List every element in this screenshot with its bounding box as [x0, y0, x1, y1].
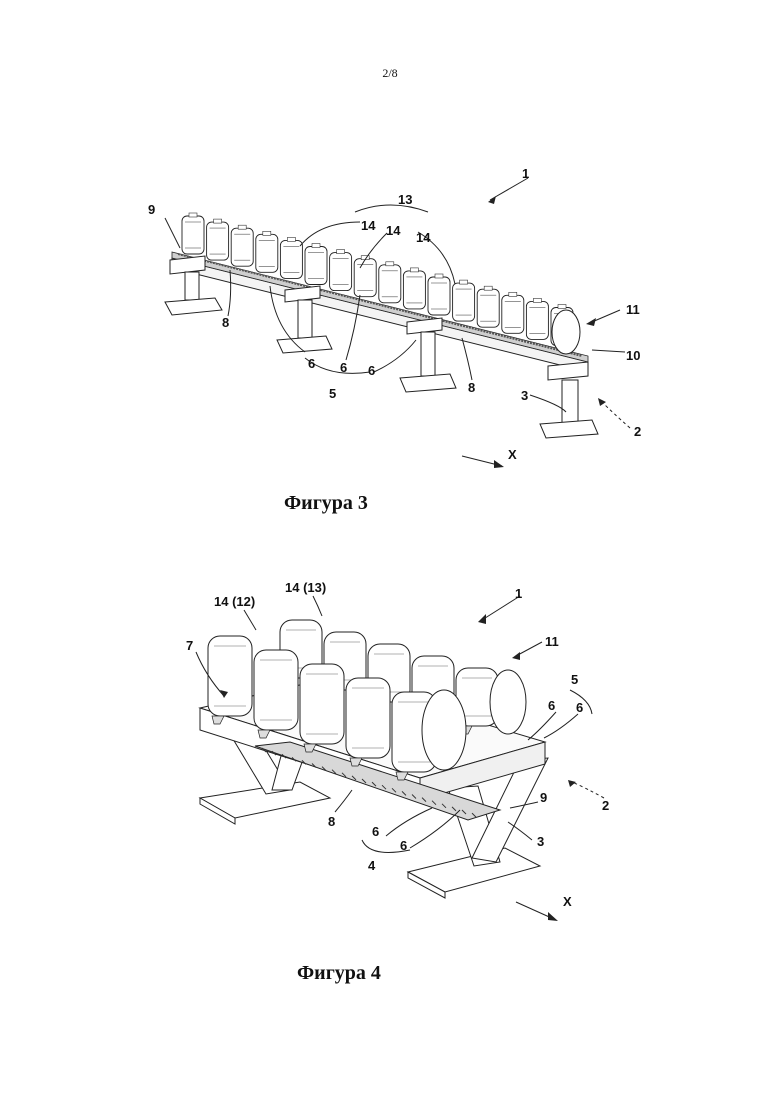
fig4-label-7: 7 — [186, 638, 193, 653]
fig4-label-6c: 6 — [372, 824, 379, 839]
fig4-label-11: 11 — [545, 634, 559, 649]
fig4-container — [208, 636, 252, 724]
fig4-label-9: 9 — [540, 790, 547, 805]
fig4-container — [254, 650, 298, 738]
fig4-axis-x: X — [563, 894, 572, 909]
fig4-label-6a: 6 — [548, 698, 555, 713]
fig4-label-5: 5 — [571, 672, 578, 687]
fig4-label-2: 2 — [602, 798, 609, 813]
fig4-label-4: 4 — [368, 858, 376, 873]
fig4-label-3: 3 — [537, 834, 544, 849]
fig4-front-container-end — [422, 690, 466, 770]
fig4-label-8: 8 — [328, 814, 335, 829]
fig4-label-6d: 6 — [400, 838, 407, 853]
fig4-back-container-end — [490, 670, 526, 734]
fig4-container — [346, 678, 390, 766]
fig4-label-6b: 6 — [576, 700, 583, 715]
fig4-label-14-13: 14 (13) — [285, 580, 326, 595]
fig4-label-14-12: 14 (12) — [214, 594, 255, 609]
figure-4-caption: Фигура 4 — [297, 962, 381, 985]
fig4-label-1: 1 — [515, 586, 522, 601]
fig4-container — [300, 664, 344, 752]
